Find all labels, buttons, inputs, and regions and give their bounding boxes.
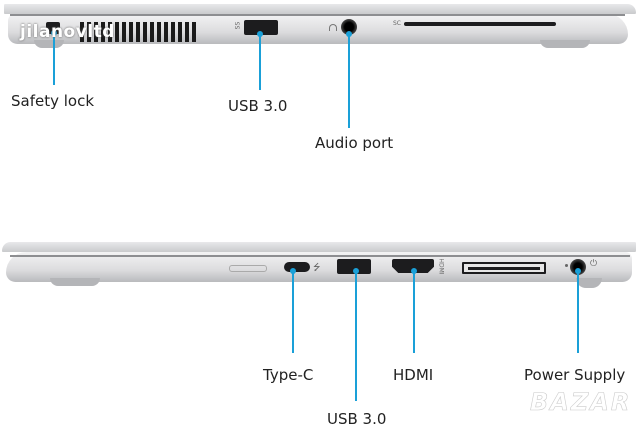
- sim-tray: [229, 265, 267, 272]
- watermark-top-left: jilanovltd: [20, 22, 115, 42]
- label-usb3-top: USB 3.0: [228, 97, 288, 115]
- label-usb3-bottom: USB 3.0: [327, 410, 387, 428]
- foot-right: [576, 278, 602, 288]
- label-safety-lock: Safety lock: [11, 92, 95, 110]
- callout-line-safety-lock: [53, 33, 55, 85]
- lid-bottom: [2, 242, 636, 252]
- label-power-supply: Power Supply: [524, 366, 626, 384]
- hdmi-mark: HDMI: [437, 258, 445, 275]
- seam: [10, 14, 625, 16]
- seam: [10, 255, 630, 257]
- callout-line-usb3-bottom: [355, 271, 357, 401]
- power-led: [565, 264, 568, 267]
- usb-a-port-bottom: [337, 259, 371, 274]
- callout-line-usb3-top: [259, 34, 261, 90]
- callout-line-audio: [348, 34, 350, 128]
- hdmi-port: [392, 259, 434, 273]
- audio-jack: [341, 19, 357, 35]
- power-jack: [570, 259, 586, 275]
- label-type-c: Type-C: [263, 366, 314, 384]
- foot-left: [50, 278, 100, 286]
- callout-line-hdmi: [413, 271, 415, 353]
- callout-line-type-c: [292, 271, 294, 353]
- label-hdmi: HDMI: [393, 366, 434, 384]
- power-plug-icon: ⏻: [590, 259, 598, 269]
- lid-top: [4, 4, 636, 14]
- foot-left: [34, 40, 64, 48]
- usb-a-port-top: [244, 20, 278, 35]
- usb-c-port: [284, 262, 310, 272]
- dock-connector: [462, 262, 546, 274]
- sc-mark: SC: [393, 20, 401, 27]
- foot-right: [540, 40, 590, 48]
- label-audio-port: Audio port: [315, 134, 394, 152]
- usb-mark: SS: [234, 21, 242, 30]
- callout-line-power: [577, 271, 579, 353]
- usb-icon: ⭍: [313, 263, 321, 273]
- headphone-icon: [329, 24, 337, 31]
- sd-card-slot: [404, 22, 556, 26]
- watermark-bottom-right: BAZAR: [530, 388, 632, 417]
